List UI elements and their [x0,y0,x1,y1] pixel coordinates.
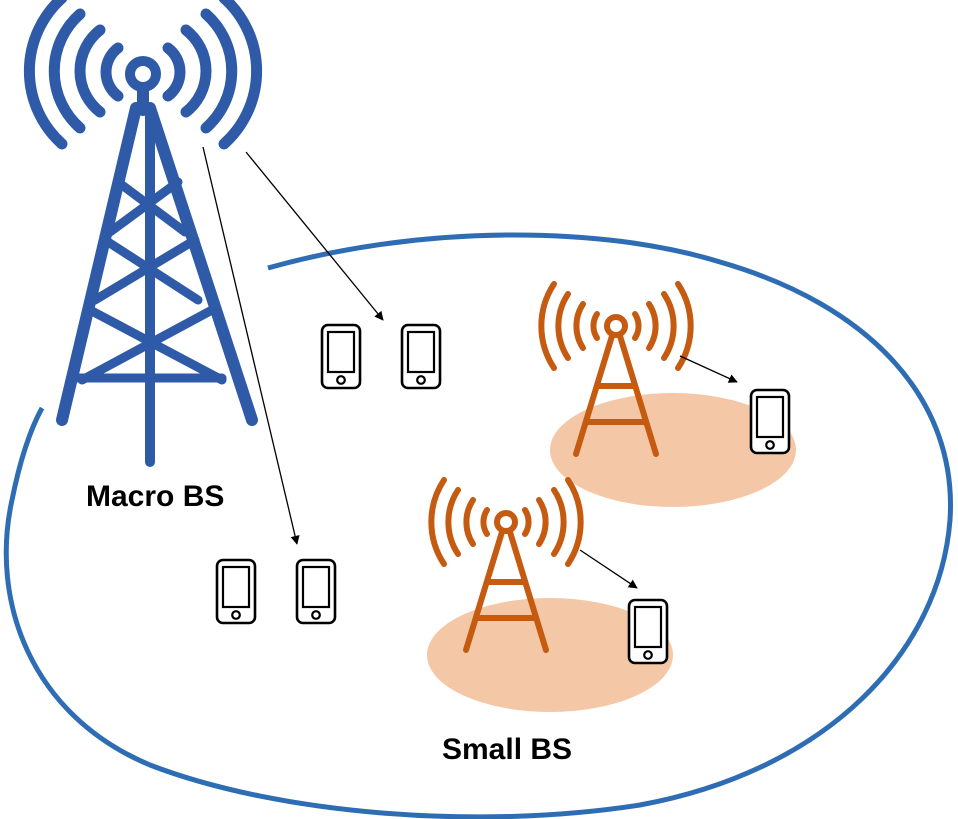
macro-link-arrow-2 [202,146,300,545]
smartphone-icon-1 [320,323,362,390]
smartphone-icon-4 [295,558,337,625]
macro-links [202,146,384,545]
smartphone-icon-3 [215,558,257,625]
small-link-arrow-2 [579,549,638,589]
smartphone-icon-2 [400,323,442,390]
smartphone-icon-6 [627,598,669,665]
small-link-arrow-1 [679,355,738,383]
small-cell-links [579,355,738,589]
macro-tower-icon [23,0,263,467]
smartphone-icon-5 [749,388,791,455]
macro-bs-label: Macro BS [86,480,225,513]
macro-coverage-area [3,232,953,819]
macro-link-arrow-1 [245,151,384,321]
small-cell-coverage-2 [427,598,673,712]
small-bs-label: Small BS [442,733,573,766]
